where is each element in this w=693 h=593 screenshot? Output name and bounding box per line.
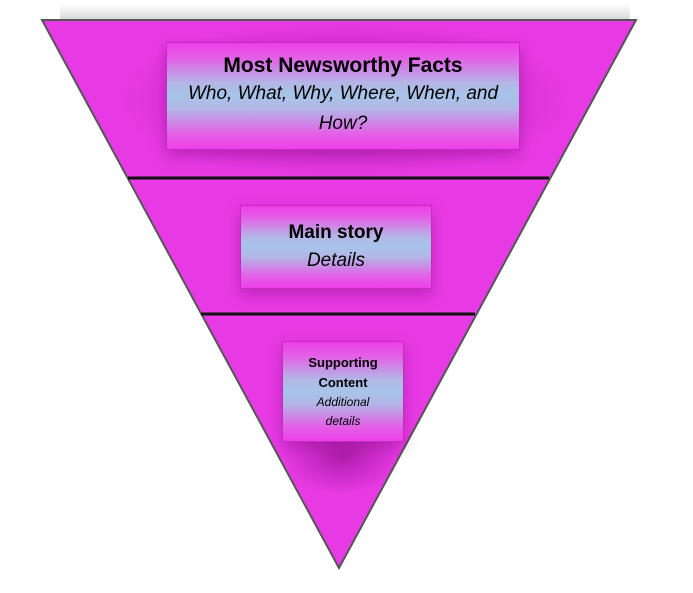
- tier-box-main-story: Main story Details: [240, 205, 432, 289]
- tier-subtitle: Additional details: [316, 394, 370, 428]
- tier-title: Supporting Content: [308, 354, 378, 390]
- tier-box-supporting-content: Supporting Content Additional details: [282, 341, 404, 442]
- tier-title: Main story: [288, 222, 384, 243]
- tier-subtitle: Details: [306, 250, 366, 271]
- tier-box-newsworthy-facts: Most Newsworthy Facts Who, What, Why, Wh…: [166, 42, 520, 150]
- tier-title: Most Newsworthy Facts: [223, 54, 463, 77]
- tier-subtitle: Who, What, Why, Where, When, and How?: [187, 83, 499, 134]
